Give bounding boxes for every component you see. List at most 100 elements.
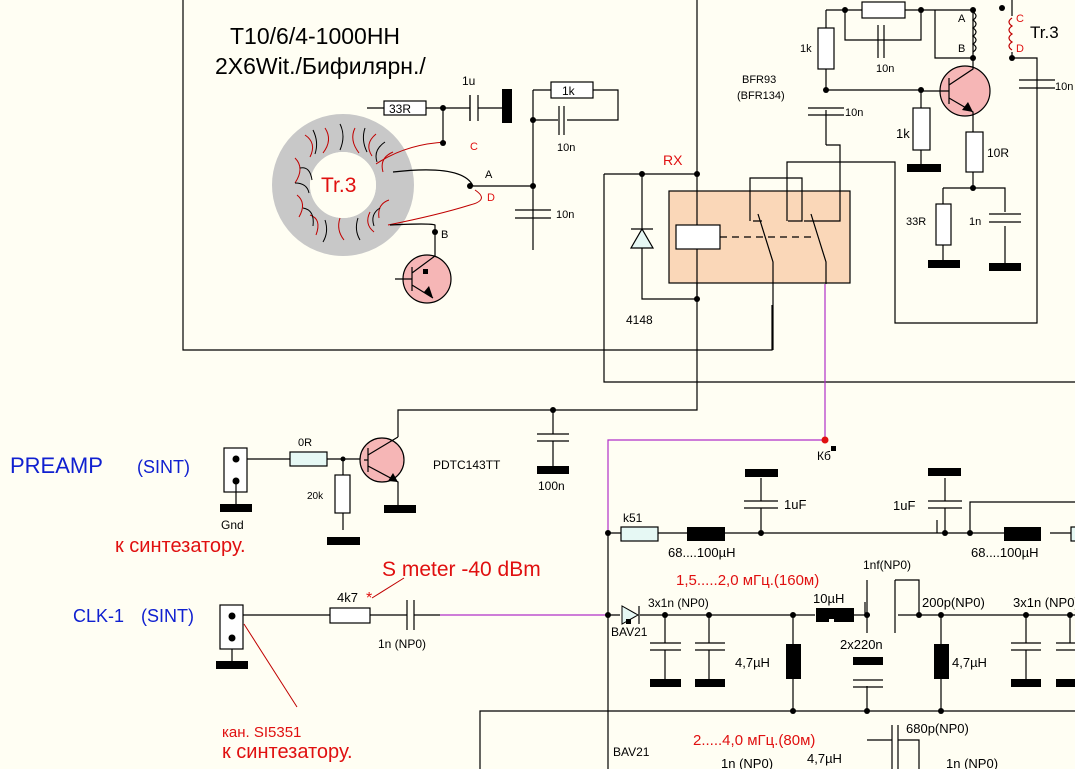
resistor-33r xyxy=(383,100,427,116)
resistor-1k xyxy=(550,81,594,99)
pin-a-label: A xyxy=(485,169,493,181)
resistor-33r-emitter xyxy=(935,203,952,246)
wires-1k xyxy=(473,89,619,250)
c-1n-label: 1n (NP0) xyxy=(378,637,426,651)
cap-10n-b xyxy=(515,209,551,219)
r-0r-label: 0R xyxy=(298,437,312,449)
k51-label: k51 xyxy=(623,511,643,525)
r-4k7-label: 4k7 xyxy=(337,590,358,605)
band2-cshunt-label: 1n (NP0) xyxy=(721,756,773,769)
bfr93-label: BFR93 xyxy=(742,74,776,86)
band1-label: 1,5.....2,0 мГц.(160м) xyxy=(676,572,819,589)
cap-10n-in xyxy=(808,107,844,116)
smeter-note: S meter -40 dBm xyxy=(382,558,541,581)
resistor-1k-bias xyxy=(817,27,835,70)
k-label: Кб xyxy=(817,449,831,463)
clk-label: CLK-1 xyxy=(73,606,124,626)
band2-cshunt2-label: 1n (NP0) xyxy=(946,756,998,769)
clk-note: к синтезатору. xyxy=(222,741,353,763)
bav21-2-label: BAV21 xyxy=(613,745,650,759)
pin-b-label: B xyxy=(441,229,448,241)
c1-label: 1u xyxy=(462,74,475,88)
coil-a-label: A xyxy=(958,13,966,25)
c3-label: 10n xyxy=(556,209,574,221)
transistor-pdtc143tt xyxy=(359,437,405,483)
r-20k-label: 20k xyxy=(307,491,324,502)
coil-ab xyxy=(971,11,977,53)
inductor-4u7-2 xyxy=(934,644,949,679)
r1-label: 33R xyxy=(389,102,411,116)
pin-c-label: C xyxy=(470,141,478,153)
r-bias-label: 1k xyxy=(800,43,812,55)
r2-label: 1k xyxy=(562,84,576,98)
cap2-label: 1uF xyxy=(893,498,915,513)
tr3-label: Tr.3 xyxy=(321,174,356,197)
inductor-4u7-1 xyxy=(786,644,801,679)
band1-cshunt2-label: 3x1n (NP0) xyxy=(1013,595,1075,610)
diode-label: 4148 xyxy=(626,313,653,327)
bfr134-label: (BFR134) xyxy=(737,90,785,102)
band1-cseries-label: 200p(NP0) xyxy=(922,595,985,610)
frame-left xyxy=(182,0,773,351)
lead-d xyxy=(387,189,482,226)
choke-1 xyxy=(687,527,725,541)
c-out-label: 10n xyxy=(1055,81,1073,93)
toroid-tr3 xyxy=(272,114,414,256)
relay-contacts xyxy=(749,144,841,350)
resistor-k51 xyxy=(620,526,659,542)
preamp-note: к синтезатору. xyxy=(115,535,246,557)
band2-ctop-label: 680p(NP0) xyxy=(906,721,969,736)
signal-wire-relay xyxy=(607,284,826,533)
resistor-1k-base xyxy=(912,107,931,151)
ferrite-bead xyxy=(502,89,512,123)
choke-2 xyxy=(1004,527,1041,541)
c2-label: 10n xyxy=(557,142,575,154)
resistor-20k xyxy=(334,474,351,514)
c-100n-label: 100n xyxy=(538,479,565,493)
resistor-10r xyxy=(965,131,984,173)
star-mark: * xyxy=(366,590,372,607)
choke2-label: 68....100µH xyxy=(971,545,1038,560)
winding-title: 2X6Wit./Бифилярн./ xyxy=(215,53,426,79)
core-title: T10/6/4-1000HH xyxy=(230,23,400,49)
r-emitter2-label: 33R xyxy=(906,216,926,228)
relay-to-output xyxy=(786,80,1038,324)
pin-d-label: D xyxy=(487,192,495,204)
resistor-feedback xyxy=(861,1,906,19)
coil-c-label: C xyxy=(1016,13,1024,25)
band1-l1-label: 4,7µH xyxy=(735,655,770,670)
r-emitter-label: 10R xyxy=(987,146,1009,160)
band2-lseries-label: 4,7µH xyxy=(807,751,842,766)
cap-10n-a xyxy=(558,106,565,135)
rx-label: RX xyxy=(663,152,683,168)
coil-b-label: B xyxy=(958,43,965,55)
cap1-label: 1uF xyxy=(784,497,806,512)
clk-suffix: (SINT) xyxy=(141,606,194,626)
inductor-10u xyxy=(816,608,854,622)
lead-b xyxy=(389,223,436,232)
band-divider xyxy=(479,710,1075,769)
lead-c xyxy=(375,141,447,165)
band1-ctop-label: 1nf(NP0) xyxy=(863,558,911,572)
tr3-ref-label: Tr.3 xyxy=(1030,23,1059,42)
resistor-4k7 xyxy=(329,607,371,624)
junctions-top-left xyxy=(432,105,536,235)
gnd-label: Gnd xyxy=(221,518,244,532)
k-point xyxy=(821,436,829,444)
diode-4148 xyxy=(629,227,655,249)
preamp-label: PREAMP xyxy=(10,453,103,478)
band1-l2-label: 4,7µH xyxy=(952,655,987,670)
choke1-label: 68....100µH xyxy=(668,545,735,560)
resistor-0r xyxy=(289,451,328,467)
c-in-label: 10n xyxy=(845,107,863,119)
band1-lseries-label: 10µH xyxy=(813,591,844,606)
r-base-label: 1k xyxy=(896,126,910,141)
frame-relay-left xyxy=(603,174,1075,383)
coil-d-label: D xyxy=(1016,43,1024,55)
clk-connector[interactable] xyxy=(219,604,244,650)
preamp-suffix: (SINT) xyxy=(137,457,190,477)
band1-cgnd-label: 2x220n xyxy=(840,637,883,652)
channel-note: кан. SI5351 xyxy=(222,724,301,741)
pdtc143tt-label: PDTC143TT xyxy=(433,458,501,472)
